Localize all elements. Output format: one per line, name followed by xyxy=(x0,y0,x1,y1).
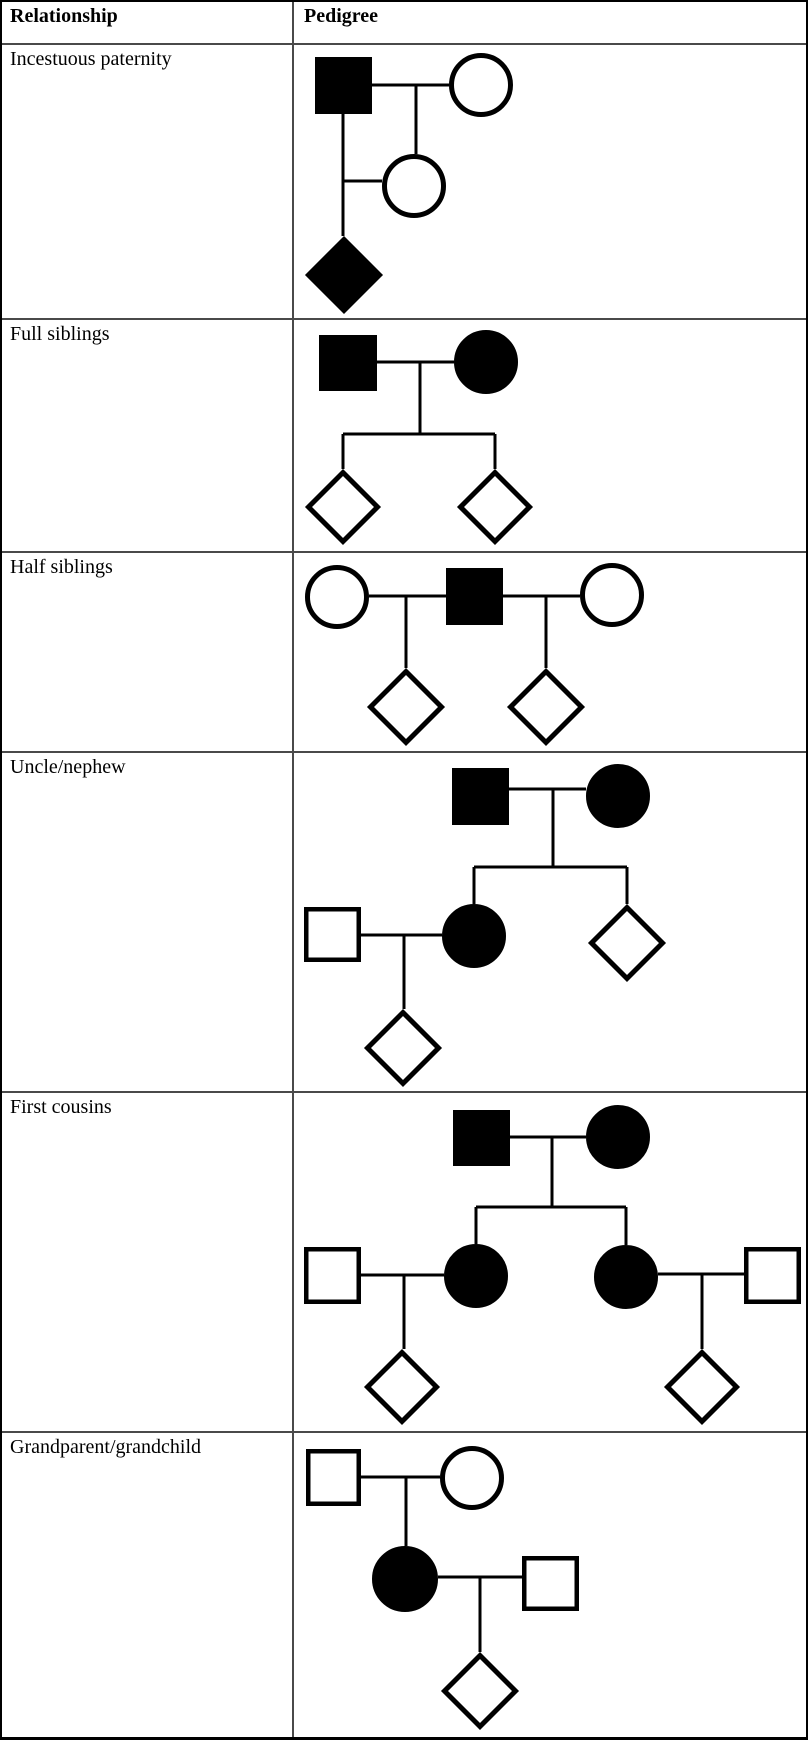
female-circle-open xyxy=(580,563,644,627)
male-square-open xyxy=(522,1556,579,1611)
pedigree-cell xyxy=(292,553,806,751)
unknown-diamond-open xyxy=(456,468,534,546)
table-row: Grandparent/grandchild xyxy=(2,1431,806,1737)
unknown-diamond-open xyxy=(366,667,446,747)
relationship-label: Uncle/nephew xyxy=(10,756,126,778)
pedigree-cell xyxy=(292,320,806,551)
unknown-diamond-open xyxy=(304,468,382,546)
male-square-filled xyxy=(452,768,509,825)
female-circle-open xyxy=(305,565,369,629)
female-circle-filled xyxy=(444,1244,508,1308)
pedigree-cell xyxy=(292,1433,806,1737)
female-circle-open xyxy=(449,53,513,117)
male-square-filled xyxy=(319,335,377,391)
pedigree-cell xyxy=(292,45,806,318)
male-square-filled xyxy=(446,568,503,625)
male-square-filled xyxy=(453,1110,510,1166)
header-pedigree-cell: Pedigree xyxy=(292,2,806,43)
relationship-label: Grandparent/grandchild xyxy=(10,1436,202,1458)
relationship-label: Full siblings xyxy=(10,323,110,345)
unknown-diamond-open xyxy=(363,1008,443,1088)
pedigree-diagram xyxy=(305,563,644,747)
pedigree-cell xyxy=(292,1093,806,1431)
pedigree-diagram xyxy=(304,53,513,315)
unknown-diamond-open xyxy=(440,1651,520,1731)
header-pedigree: Pedigree xyxy=(304,5,379,27)
pedigree-cell xyxy=(292,753,806,1091)
header-relationship: Relationship xyxy=(10,5,118,27)
unknown-diamond-open xyxy=(587,903,667,983)
relationship-label: First cousins xyxy=(10,1096,112,1118)
male-square-open xyxy=(304,1247,361,1304)
female-circle-filled xyxy=(586,1105,650,1169)
male-square-filled xyxy=(315,57,372,114)
female-circle-filled xyxy=(442,904,506,968)
table-row: Half siblings xyxy=(2,551,806,751)
table-row: Full siblings xyxy=(2,318,806,551)
pedigree-diagram xyxy=(304,764,667,1088)
relationship-label: Half siblings xyxy=(10,556,113,578)
pedigree-diagram xyxy=(304,330,534,546)
female-circle-filled xyxy=(594,1245,658,1309)
unknown-diamond-filled xyxy=(304,235,384,315)
pedigree-diagram xyxy=(304,1105,801,1426)
pedigree-diagram xyxy=(306,1446,579,1731)
female-circle-filled xyxy=(454,330,518,394)
table-row: First cousins xyxy=(2,1091,806,1431)
unknown-diamond-open xyxy=(363,1348,441,1426)
female-circle-filled xyxy=(586,764,650,828)
table-row: Incestuous paternity xyxy=(2,43,806,318)
relationship-label: Incestuous paternity xyxy=(10,48,172,70)
male-square-open xyxy=(306,1449,361,1506)
male-square-open xyxy=(304,907,361,962)
unknown-diamond-open xyxy=(506,667,586,747)
table-row: Uncle/nephew xyxy=(2,751,806,1091)
female-circle-open xyxy=(440,1446,504,1510)
female-circle-filled xyxy=(372,1546,438,1612)
female-circle-open xyxy=(382,154,446,218)
male-square-open xyxy=(744,1247,801,1304)
unknown-diamond-open xyxy=(663,1348,741,1426)
table-header-row: Relationship Pedigree xyxy=(2,2,806,43)
